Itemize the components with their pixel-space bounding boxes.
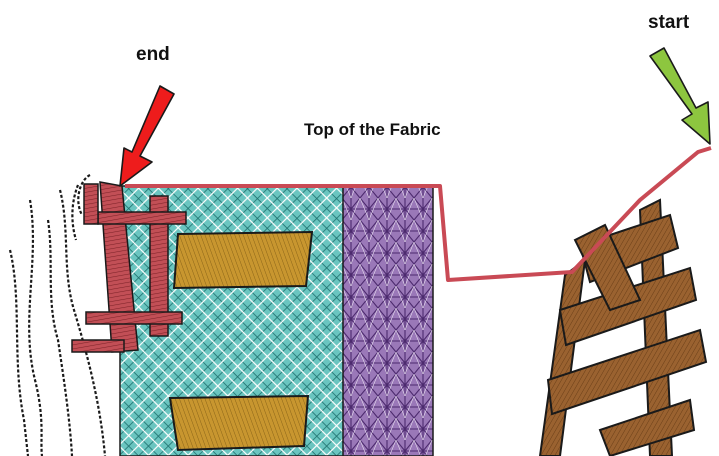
start-arrow-icon [650,48,710,144]
end-label: end [136,44,170,66]
tan-block-upper [174,232,312,288]
start-label: start [648,12,689,34]
end-arrow-icon [120,86,174,186]
brown-lattice [540,200,706,456]
tan-block-lower [170,396,308,450]
top-of-fabric-label: Top of the Fabric [304,120,441,140]
purple-fill-region [343,186,433,456]
